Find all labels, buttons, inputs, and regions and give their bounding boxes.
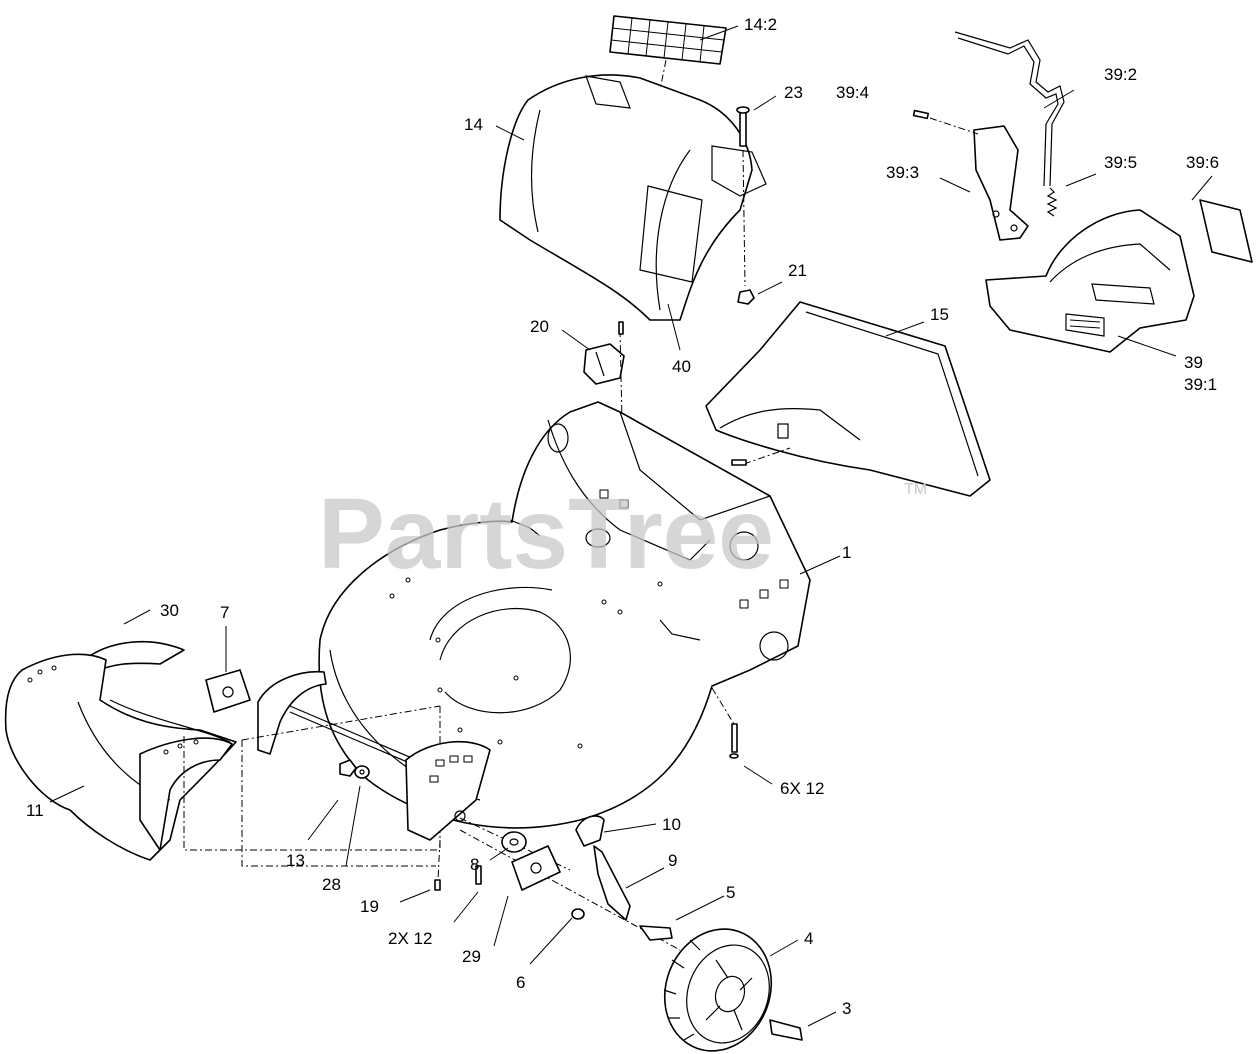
watermark-text: PartsTree	[318, 478, 774, 590]
part-23-screw	[736, 106, 750, 147]
part-8-washer	[501, 831, 527, 853]
callout-39: 39	[1184, 353, 1203, 372]
part-14-2-decal	[609, 15, 727, 65]
part-15-chute	[705, 301, 991, 497]
part-39-2-handle-rod	[954, 31, 1065, 187]
part-13-nut	[339, 759, 357, 777]
callout-5: 5	[726, 883, 735, 902]
watermark-trademark: TM	[904, 481, 927, 498]
callout-14-2: 14:2	[744, 15, 777, 34]
callout-39-5: 39:5	[1104, 153, 1137, 172]
callout-11: 11	[26, 801, 44, 820]
callout-13: 13	[286, 851, 305, 870]
leader-lines	[49, 25, 1213, 1027]
callout-9: 9	[668, 851, 677, 870]
part-4-wheel	[663, 928, 773, 1052]
part-19-screw	[434, 879, 441, 891]
callout-1: 1	[842, 543, 851, 562]
callout-labels: 14:2 23 14 21 40 20 15 39:4 39:2 39:3 39…	[26, 15, 1219, 1018]
callout-14: 14	[464, 115, 483, 134]
callout-4: 4	[804, 929, 813, 948]
part-39-4-screw	[912, 109, 930, 120]
part-21-nut	[737, 289, 755, 305]
callout-39-2: 39:2	[1104, 65, 1137, 84]
callout-20: 20	[530, 317, 549, 336]
callout-8: 8	[470, 855, 479, 874]
part-39-5-spring	[1046, 187, 1058, 217]
callout-23: 23	[784, 83, 803, 102]
part-1-mower-deck	[318, 401, 811, 829]
callout-40: 40	[672, 357, 691, 376]
callout-39-3: 39:3	[886, 163, 919, 182]
callout-19: 19	[360, 897, 379, 916]
callout-21: 21	[788, 261, 807, 280]
part-20-bracket	[583, 343, 625, 385]
callout-3: 3	[842, 999, 851, 1018]
part-9-lever	[593, 845, 631, 921]
part-39-6-label	[1199, 199, 1253, 263]
callout-2x12: 2X 12	[388, 929, 432, 948]
callout-7: 7	[220, 603, 229, 622]
part-3-bolt	[769, 1019, 803, 1041]
part-11-rear-guard	[4, 653, 237, 861]
part-6x12-screw	[729, 723, 739, 759]
callout-6x12: 6X 12	[780, 779, 824, 798]
part-29-plate	[511, 845, 561, 891]
part-5-bolt	[639, 925, 673, 941]
callout-6: 6	[516, 973, 525, 992]
part-14-rear-cover	[499, 74, 767, 321]
callout-30: 30	[160, 601, 179, 620]
rear-baffle	[257, 670, 327, 755]
part-39-3-latch-plate	[973, 125, 1029, 241]
callout-39-1: 39:1	[1184, 375, 1217, 394]
part-2x12-screw	[475, 865, 482, 885]
callout-15: 15	[930, 305, 949, 324]
callout-10: 10	[662, 815, 681, 834]
callout-28: 28	[322, 875, 341, 894]
part-10-knob	[575, 815, 605, 847]
part-39-bag-frame	[985, 209, 1195, 353]
callout-29: 29	[462, 947, 481, 966]
part-28-washer	[354, 765, 370, 779]
height-adjust-bracket	[405, 740, 491, 841]
part-7-plate	[205, 669, 251, 713]
part-6-washer	[571, 908, 585, 920]
callout-39-6: 39:6	[1186, 153, 1219, 172]
callout-39-4: 39:4	[836, 83, 869, 102]
